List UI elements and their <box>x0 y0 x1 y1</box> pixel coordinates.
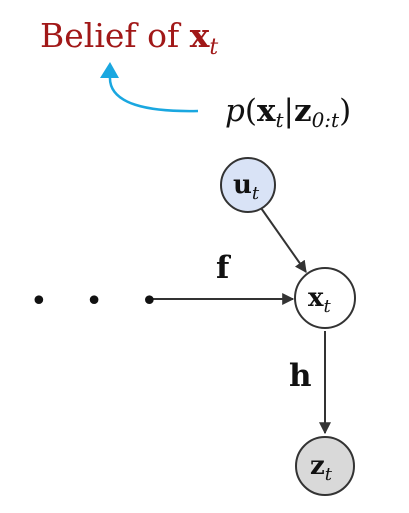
posterior-open: ( <box>245 93 257 129</box>
edge-u-to-x <box>260 207 307 273</box>
node-u: ut <box>220 157 276 213</box>
node-u-sub: t <box>252 183 260 204</box>
posterior-bar: | <box>284 93 294 129</box>
belief-curve-arrowhead <box>100 62 119 78</box>
node-z-circle <box>295 436 355 496</box>
node-x-sub: t <box>324 296 332 317</box>
node-z: zt <box>295 436 355 496</box>
node-u-var: u <box>233 170 252 200</box>
belief-label: Belief of xt <box>40 16 218 60</box>
edge-label-f: f <box>216 250 231 286</box>
node-u-label: ut <box>233 170 260 204</box>
posterior-x: x <box>257 93 276 129</box>
node-u-circle <box>220 157 276 213</box>
node-z-sub: t <box>325 464 333 485</box>
belief-curve <box>108 75 199 113</box>
ellipsis: • • • <box>30 284 172 319</box>
node-z-var: z <box>310 451 325 481</box>
node-z-label: zt <box>310 451 333 485</box>
posterior-x-sub: t <box>275 108 284 132</box>
posterior-close: ) <box>339 93 351 129</box>
posterior-z: z <box>294 93 312 129</box>
belief-var: x <box>190 16 210 55</box>
node-x-label: xt <box>308 283 332 317</box>
posterior-p: p <box>225 93 245 129</box>
belief-prefix: Belief of <box>40 16 190 55</box>
node-x-var: x <box>308 283 324 313</box>
posterior-expression: p(xt|z0:t) <box>225 93 351 132</box>
node-x: xt <box>294 267 356 329</box>
posterior-z-sub: 0:t <box>312 108 340 132</box>
edge-label-h: h <box>289 358 312 394</box>
belief-sub: t <box>209 35 218 60</box>
node-x-circle <box>294 267 356 329</box>
